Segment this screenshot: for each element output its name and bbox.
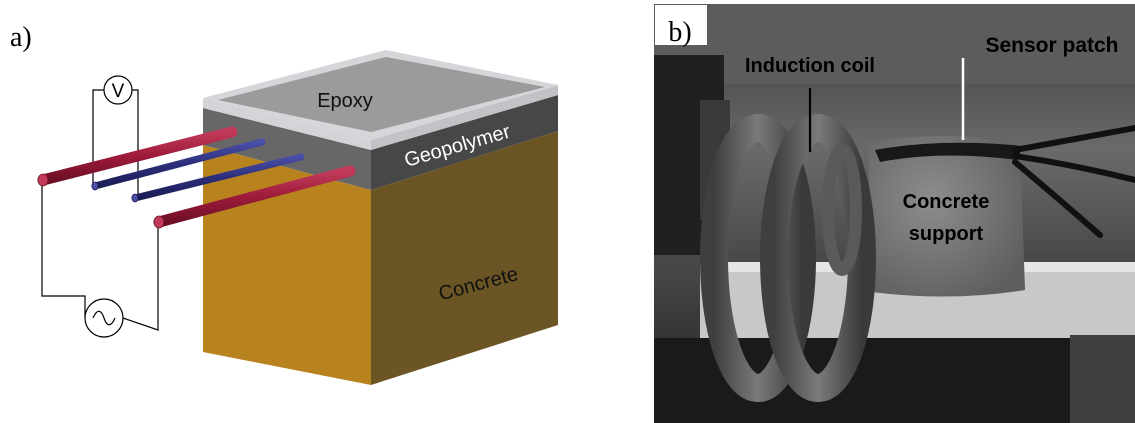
concrete-support-block (868, 135, 1025, 297)
photo-top-area (654, 4, 1135, 84)
current-electrode-end (37, 173, 49, 187)
coil-lead (822, 144, 862, 276)
concrete-support-label-line1: Concrete (903, 191, 990, 213)
epoxy-label: Epoxy (317, 90, 373, 112)
epoxy-rim-front (203, 98, 371, 150)
panel-b-label: b) (668, 17, 691, 48)
geopolymer-front-face (203, 108, 371, 190)
geopolymer-side-face (371, 95, 558, 190)
epoxy-top-inner (218, 57, 545, 132)
voltmeter: V (103, 75, 133, 105)
current-electrode-end (153, 215, 165, 229)
panel-b: b) Induction coil Sensor patch Concrete … (654, 4, 1135, 423)
coil-loop (700, 114, 816, 402)
ac-source (84, 298, 124, 338)
sensor-patch-label: Sensor patch (985, 34, 1118, 57)
coil-loop (760, 114, 876, 402)
voltmeter-symbol: V (112, 81, 125, 102)
current-electrode-rod (153, 165, 356, 228)
induction-coil-photo (700, 114, 876, 402)
circuit-wires (41, 89, 159, 331)
concrete-support-label-line2: support (909, 223, 984, 245)
concrete-front-face (203, 145, 371, 385)
panel-a: a) Epoxy Geopolymer Concrete (10, 22, 558, 385)
voltmeter-circle (103, 75, 133, 105)
panel-a-label: a) (10, 22, 32, 53)
concrete-side-face (371, 131, 558, 385)
sensor-cables (1012, 125, 1135, 238)
electrode-rods (37, 126, 356, 229)
voltage-electrode-end (91, 181, 99, 191)
voltage-electrode-rod (91, 138, 266, 190)
induction-coil-label: Induction coil (745, 55, 875, 77)
voltage-electrode-end (131, 193, 139, 203)
panel-b-label-box (655, 5, 707, 45)
current-electrode-rod (37, 126, 238, 186)
voltage-electrode-rod (131, 153, 305, 202)
sine-wave-icon (92, 310, 116, 326)
photo-bottom-right-part (1070, 335, 1135, 423)
sensor-patch-photo (875, 142, 1022, 162)
epoxy-rim-side (371, 85, 558, 150)
